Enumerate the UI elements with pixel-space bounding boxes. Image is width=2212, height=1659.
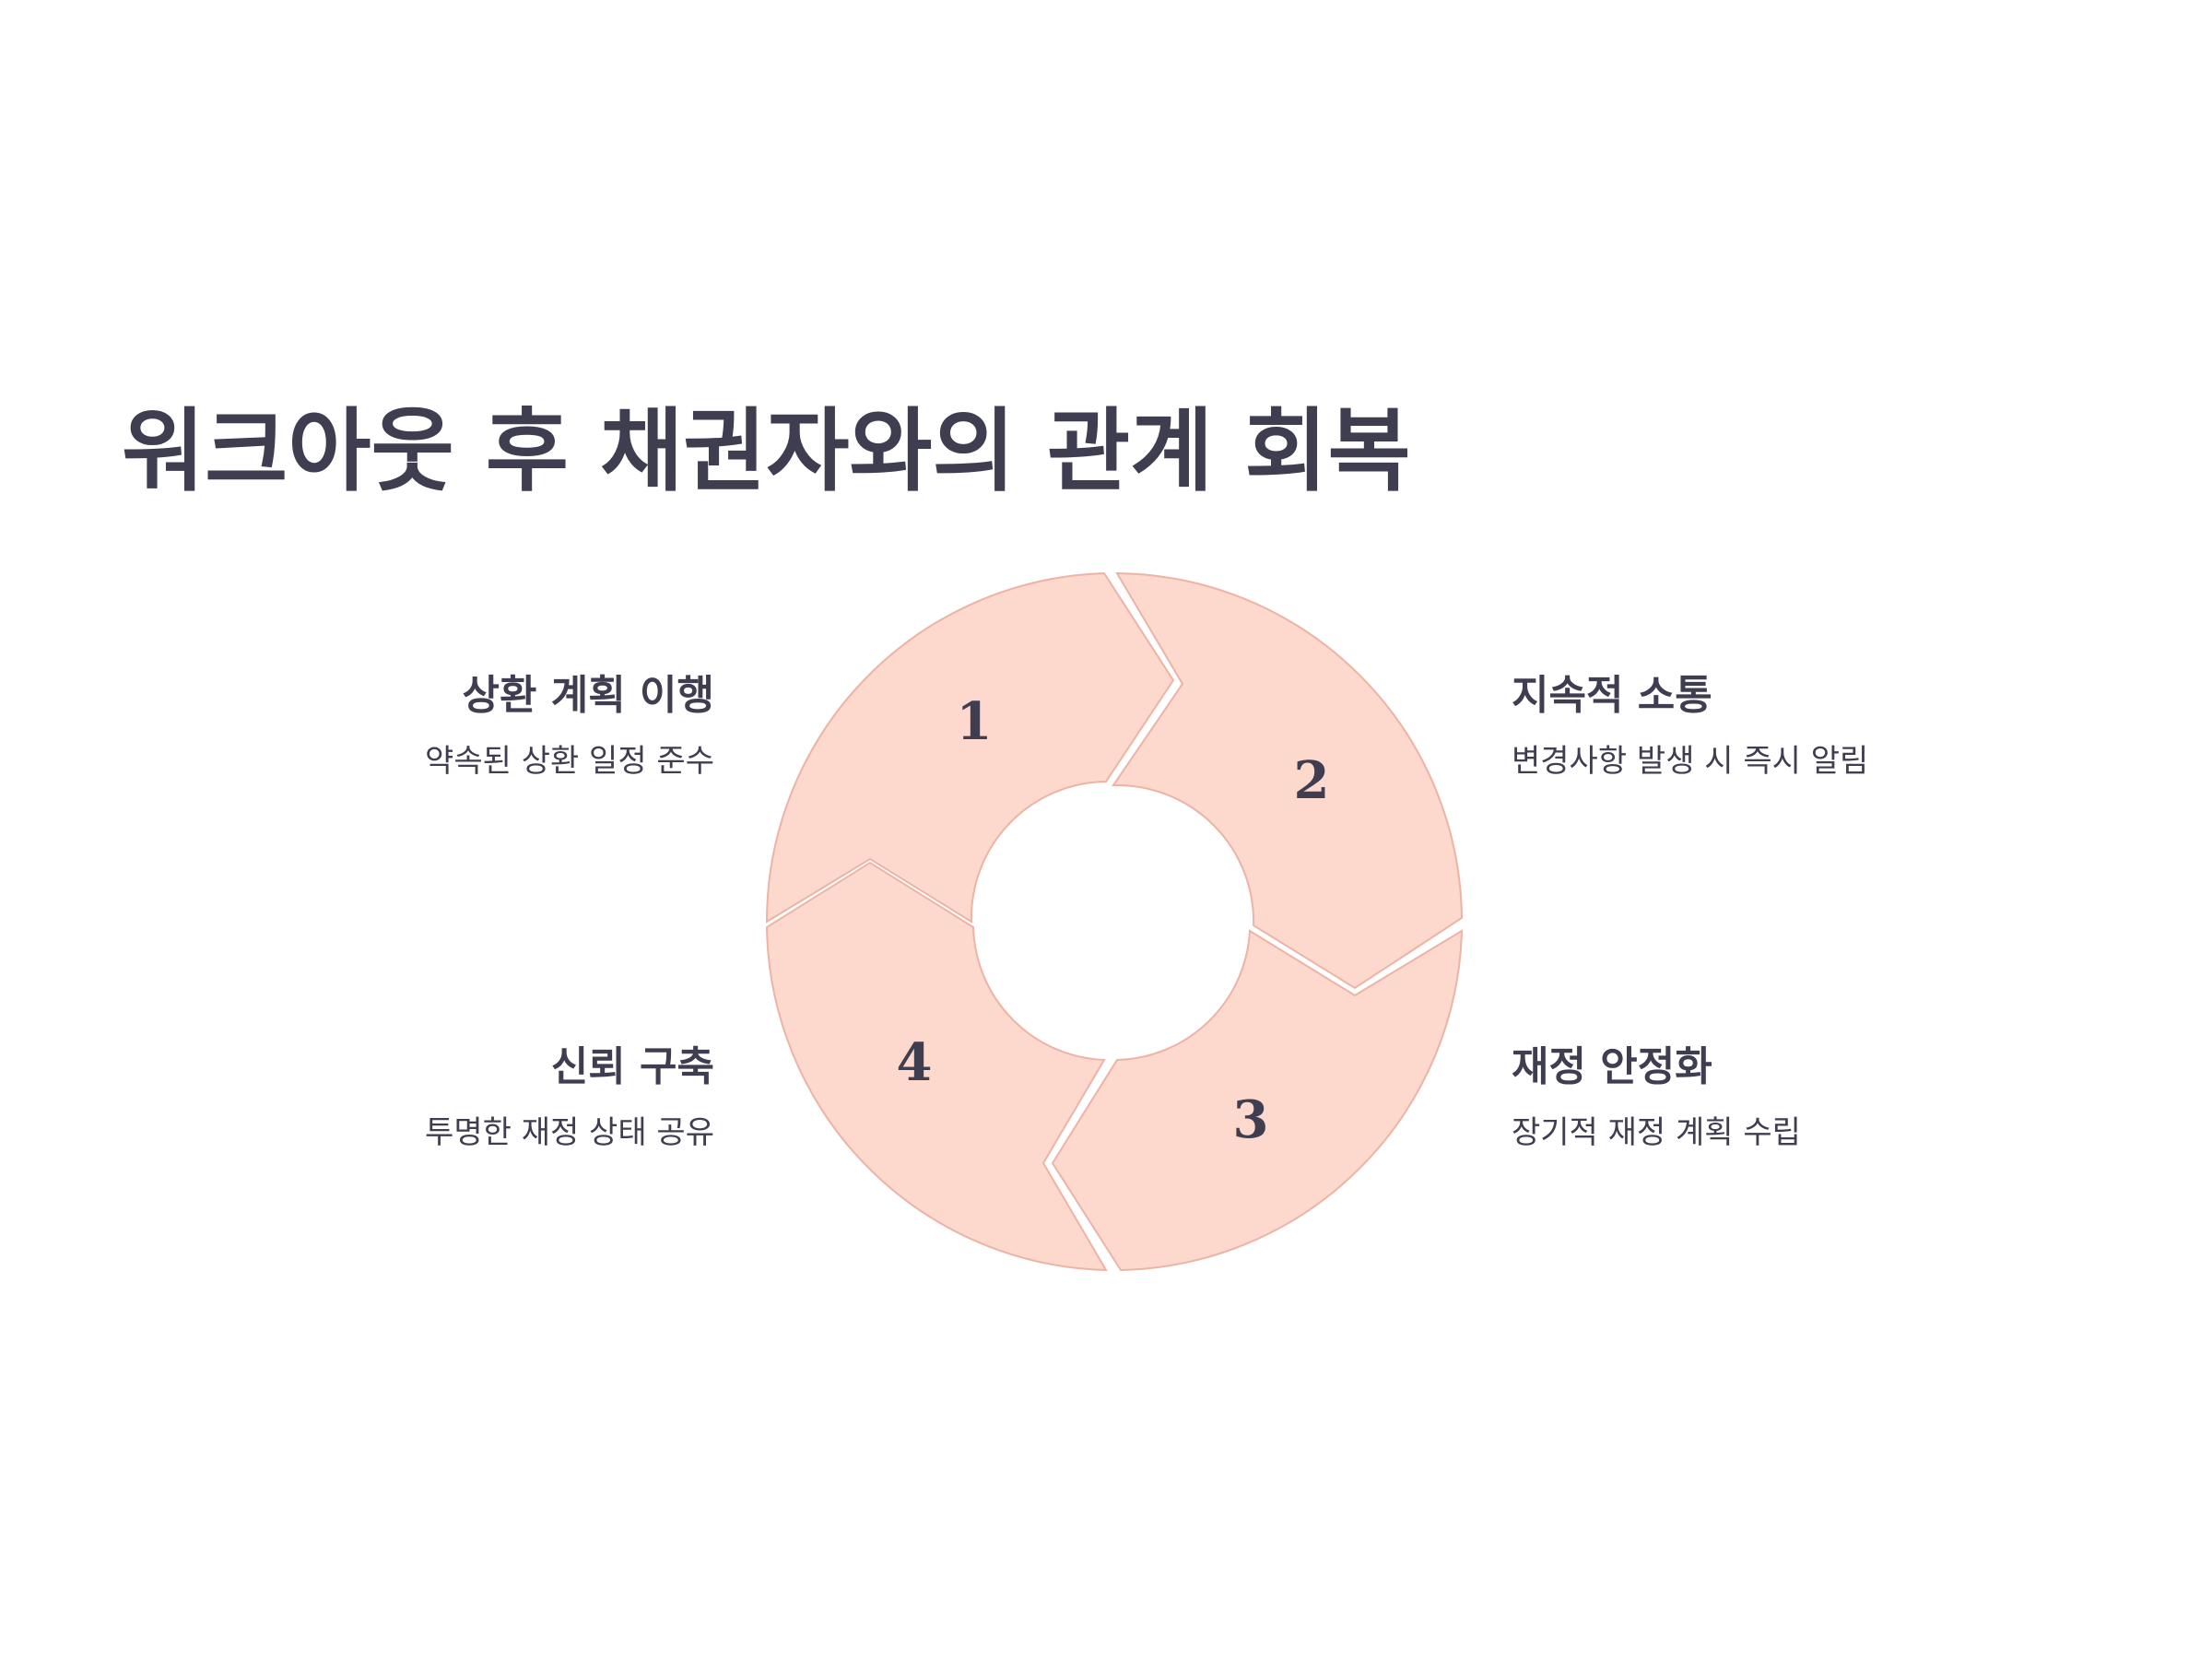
cycle-segment-1-number: 1 bbox=[957, 691, 993, 752]
page-title: 워크아웃 후 채권자와의 관계 회복 bbox=[122, 399, 1411, 504]
step-description-1: 약속된 상환 일정 준수 bbox=[425, 743, 714, 780]
cycle-segment-2-number: 2 bbox=[1294, 750, 1330, 811]
step-title-2: 지속적 소통 bbox=[1512, 672, 1712, 719]
cycle-segment-1-shape bbox=[765, 571, 1175, 924]
step-description-3: 장기적 재정 계획 수립 bbox=[1512, 1114, 1801, 1151]
step-title-3: 재정 안정화 bbox=[1512, 1043, 1712, 1090]
cycle-segment-3: 3 bbox=[1051, 929, 1464, 1272]
step-description-4: 투명한 재정 상태 공유 bbox=[425, 1114, 714, 1151]
cycle-segment-3-shape bbox=[1051, 929, 1464, 1272]
cycle-segment-4-number: 4 bbox=[897, 1032, 933, 1093]
cycle-segment-2: 2 bbox=[1112, 571, 1464, 990]
step-label-2: 지속적 소통 변경사항 발생 시 즉시 알림 bbox=[1512, 668, 2065, 782]
step-label-1: 상환 계획 이행 약속된 상환 일정 준수 bbox=[161, 668, 714, 782]
cycle-segment-4-shape bbox=[765, 861, 1108, 1272]
step-label-3: 재정 안정화 장기적 재정 계획 수립 bbox=[1512, 1040, 2065, 1154]
cycle-segment-3-number: 3 bbox=[1233, 1089, 1269, 1150]
cycle-segment-1: 1 bbox=[765, 571, 1175, 924]
step-title-4: 신뢰 구축 bbox=[550, 1043, 714, 1090]
cycle-segment-4: 4 bbox=[765, 861, 1108, 1272]
step-title-1: 상환 계획 이행 bbox=[462, 672, 714, 719]
step-description-2: 변경사항 발생 시 즉시 알림 bbox=[1512, 743, 1869, 780]
cycle-segment-2-shape bbox=[1112, 571, 1464, 990]
step-label-4: 신뢰 구축 투명한 재정 상태 공유 bbox=[161, 1040, 714, 1154]
